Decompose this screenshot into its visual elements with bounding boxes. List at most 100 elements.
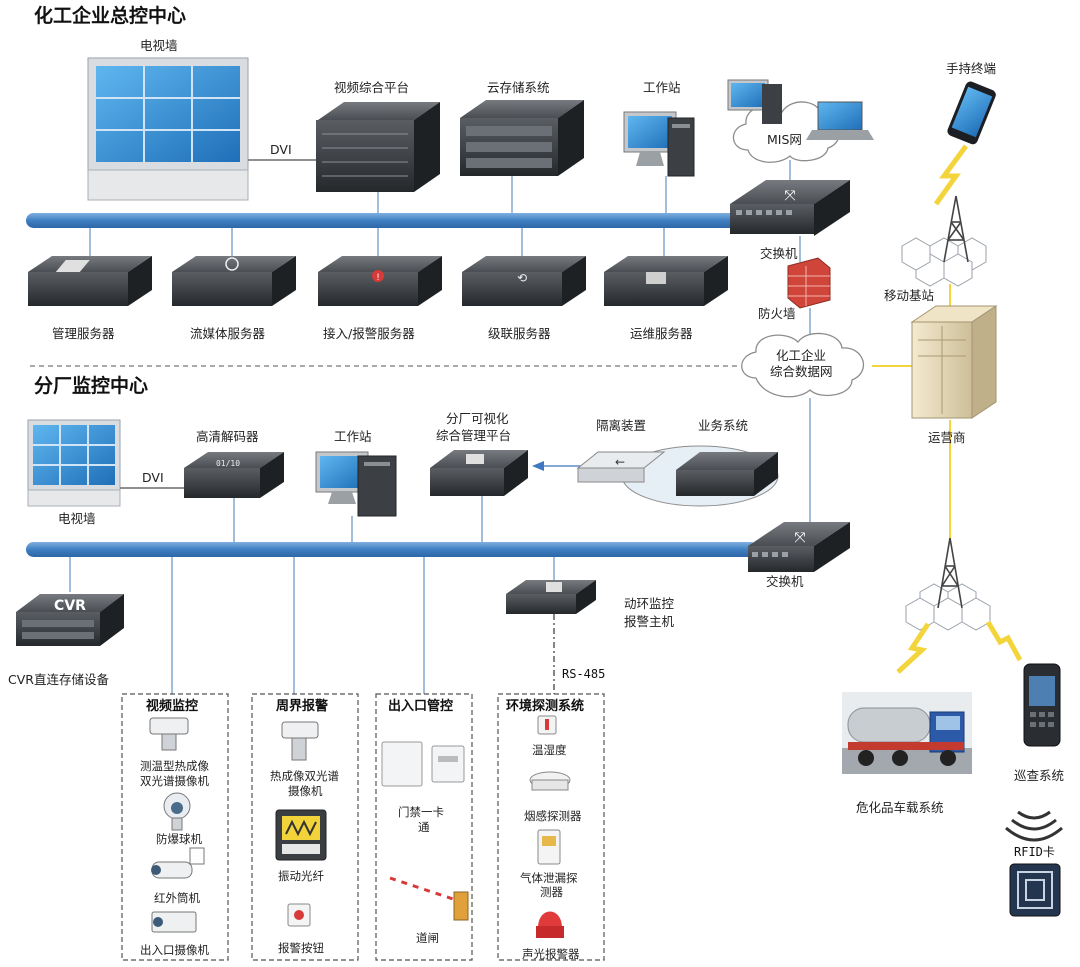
cloud-storage: 云存储系统 [460, 80, 584, 176]
perimeter-item-alarm-button: 报警按钮 [278, 941, 324, 955]
video-item-bullet: 红外筒机 [154, 891, 200, 905]
mobile-base-station: 移动基站 [884, 195, 987, 303]
server-label-management: 管理服务器 [52, 326, 115, 341]
entrance-camera-icon [151, 911, 197, 933]
hq-network-bus [26, 213, 746, 228]
alarm-host: 动环监控 报警主机 [506, 580, 675, 629]
branch-platform-line1: 分厂可视化 [446, 411, 509, 426]
isolation-business-group: 隔离装置 ← 业务系统 [576, 418, 779, 507]
card-reader-icon [381, 741, 465, 787]
business-system-label: 业务系统 [698, 418, 748, 433]
rfid-card: RFID卡 [1005, 810, 1063, 917]
hq-server-management: 管理服务器 [28, 256, 152, 341]
access-item-card-line2: 通 [418, 820, 430, 834]
carrier-cabinet: 运营商 [910, 305, 998, 445]
firewall: 防火墙 [758, 236, 831, 321]
vehicle-label: 危化品车载系统 [856, 800, 944, 815]
branch-network-bus [26, 542, 758, 557]
svg-text:⤧: ⤧ [784, 188, 795, 204]
hq-workstation-label: 工作站 [643, 80, 681, 95]
hq-title: 化工企业总控中心 [34, 4, 186, 27]
base-station-label: 移动基站 [884, 288, 934, 303]
hq-switch-label: 交换机 [760, 246, 798, 261]
hq-server-streaming: 流媒体服务器 [172, 256, 296, 341]
branch-tv-wall-label: 电视墙 [58, 511, 96, 526]
branch-platform-line2: 综合管理平台 [436, 428, 511, 443]
env-item-alarm: 声光报警器 [522, 947, 580, 961]
svg-text:01/10: 01/10 [216, 459, 240, 468]
perimeter-item-fiber: 振动光纤 [278, 869, 324, 883]
rfid-label: RFID卡 [1014, 845, 1055, 859]
svg-text:⤧: ⤧ [794, 530, 805, 546]
mis-network-cloud: MIS网 [727, 79, 874, 163]
hq-tv-wall: 电视墙 [87, 38, 249, 201]
patrol-label: 巡查系统 [1014, 768, 1064, 783]
env-item-gas-line1: 气体泄漏探 [520, 871, 578, 885]
bullet-camera-icon [151, 847, 205, 879]
hq-workstation: 工作站 [623, 80, 695, 177]
smoke-detector-icon [529, 771, 571, 791]
env-item-temperature: 温湿度 [532, 743, 567, 757]
branch-workstation: 工作站 [315, 429, 397, 517]
server-label-operations: 运维服务器 [630, 326, 693, 341]
network-cloud-line2: 综合数据网 [770, 364, 833, 379]
rs485-label: RS-485 [562, 667, 605, 681]
handheld-terminal: 手持终端 [946, 61, 996, 145]
cloud-storage-label: 云存储系统 [487, 80, 550, 95]
handheld-label: 手持终端 [946, 61, 996, 76]
access-group-title: 出入口管控 [388, 698, 453, 714]
server-label-access-alarm: 接入/报警服务器 [323, 326, 415, 341]
cvr-storage: CVR CVR直连存储设备 [8, 594, 124, 687]
hq-dvi-label: DVI [270, 142, 292, 157]
branch-workstation-label: 工作站 [334, 429, 372, 444]
barrier-gate-icon [389, 876, 469, 921]
group-environment-detection: 环境探测系统 温湿度 烟感探测器 气体泄漏探 测器 声光报警器 [506, 698, 584, 961]
server-label-streaming: 流媒体服务器 [190, 326, 266, 341]
video-platform-label: 视频综合平台 [334, 80, 409, 95]
svg-text:!: ! [376, 273, 380, 283]
video-item-entrance: 出入口摄像机 [140, 943, 209, 957]
group-perimeter-alarm: 周界报警 热成像双光谱 摄像机 振动光纤 报警按钮 [270, 698, 339, 955]
thermometer-icon [537, 715, 557, 735]
video-item-thermal-line2: 双光谱摄像机 [140, 774, 209, 788]
video-item-dome: 防爆球机 [156, 832, 202, 846]
link-arrow-icon [532, 461, 544, 471]
hd-decoder-label: 高清解码器 [196, 429, 259, 444]
mis-network-label: MIS网 [767, 132, 802, 147]
comprehensive-data-network-cloud: 化工企业 综合数据网 [741, 332, 864, 398]
hazmat-vehicle: 危化品车载系统 [842, 692, 972, 815]
subsystem-boxes [121, 693, 605, 961]
carrier-label: 运营商 [928, 430, 966, 445]
dome-camera-icon [163, 792, 191, 831]
perimeter-item-camera-line2: 摄像机 [288, 784, 323, 798]
thermal-bispectral-camera-icon [281, 721, 319, 761]
video-item-thermal-line1: 测温型热成像 [140, 759, 209, 773]
thermal-camera-icon [149, 717, 189, 751]
access-item-barrier: 道闸 [416, 931, 439, 945]
svg-text:←: ← [615, 455, 625, 469]
video-group-title: 视频监控 [146, 698, 198, 714]
network-cloud-line1: 化工企业 [776, 348, 826, 363]
alarm-host-line2: 报警主机 [624, 614, 675, 629]
hq-server-access-alarm: ! 接入/报警服务器 [318, 256, 442, 341]
cvr-label: CVR直连存储设备 [8, 672, 109, 687]
group-access-control: 出入口管控 门禁一卡 通 道闸 [381, 698, 469, 945]
vehicle-wireless-link [896, 622, 931, 674]
handheld-wireless-link [933, 144, 969, 206]
audible-visual-alarm-icon [536, 911, 564, 938]
patrol-wireless-link [985, 620, 1023, 662]
video-platform: 视频综合平台 [316, 80, 440, 192]
branch-switch-label: 交换机 [766, 574, 804, 589]
cvr-badge: CVR [54, 598, 86, 614]
env-group-title: 环境探测系统 [506, 698, 584, 714]
gas-leak-detector-icon [537, 829, 561, 865]
hq-server-operations: 运维服务器 [604, 256, 728, 341]
branch-dvi-label: DVI [142, 470, 164, 485]
svg-text:⟲: ⟲ [517, 271, 527, 285]
hq-switch: ⤧ 交换机 [730, 180, 850, 261]
alarm-host-line1: 动环监控 [624, 596, 675, 611]
perimeter-group-title: 周界报警 [276, 698, 328, 714]
env-item-smoke: 烟感探测器 [524, 809, 582, 823]
access-item-card-line1: 门禁一卡 [398, 805, 444, 819]
